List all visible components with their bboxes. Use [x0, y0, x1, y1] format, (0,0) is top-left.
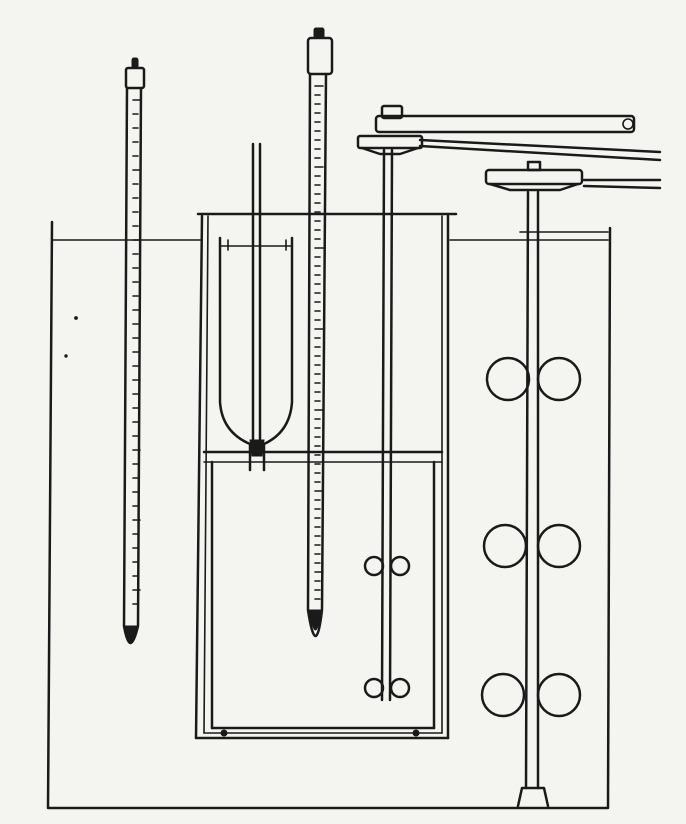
- inner-stirrer: [363, 148, 411, 702]
- thermometer-middle: [306, 27, 334, 637]
- speck: [74, 316, 78, 320]
- thermometer-left: [122, 57, 146, 645]
- belt-drive: [356, 104, 662, 192]
- speck: [64, 354, 68, 358]
- inner-vessel: [194, 212, 458, 740]
- calorimeter-cup: [202, 450, 444, 737]
- outer-stirrer: [480, 190, 582, 808]
- funnel: [218, 142, 294, 472]
